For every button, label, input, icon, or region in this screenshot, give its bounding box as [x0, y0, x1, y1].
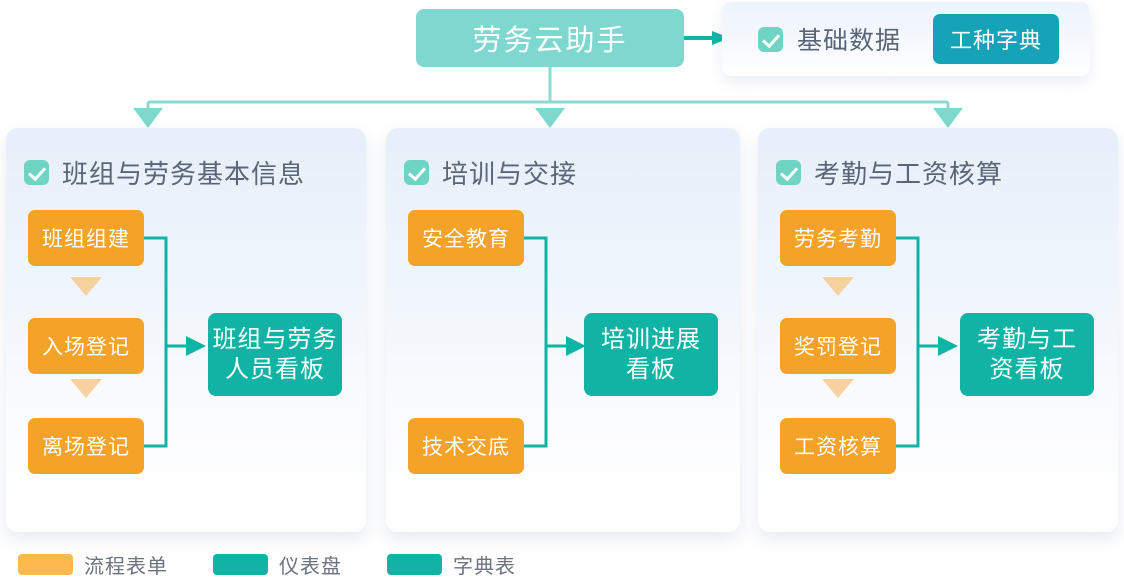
- legend-label: 字典表: [453, 556, 516, 578]
- card-basic-info: 班组与劳务基本信息 班组组建 入场登记 离场登记 班组与劳务 人员看板: [6, 128, 366, 532]
- card-training: 培训与交接 安全教育 技术交底 培训进展 看板: [386, 128, 740, 532]
- dictionary-button[interactable]: 工种字典: [933, 14, 1060, 64]
- dashboard-line1: 考勤与工: [977, 325, 1077, 353]
- checkbox-checked-icon[interactable]: [758, 26, 783, 52]
- legend-swatch: [387, 554, 442, 575]
- card-attendance: 考勤与工资核算 劳务考勤 奖罚登记 工资核算 考勤与工 资看板: [758, 128, 1118, 532]
- legend-item-dashboard: 仪表盘: [213, 550, 342, 579]
- legend-swatch: [18, 554, 73, 575]
- dashboard-box[interactable]: 培训进展 看板: [584, 313, 718, 396]
- legend-item-dictionary: 字典表: [387, 550, 516, 579]
- basic-data-panel: 基础数据 工种字典: [722, 2, 1090, 76]
- dashboard-line2: 资看板: [989, 355, 1065, 383]
- dashboard-line1: 培训进展: [601, 325, 701, 353]
- legend-swatch: [213, 554, 268, 575]
- arrow-down-icon: [70, 277, 102, 296]
- arrow-down-icon: [70, 379, 102, 398]
- distribution-connector: [133, 66, 963, 128]
- dashboard-line2: 看板: [626, 355, 676, 383]
- flow-box[interactable]: 安全教育: [408, 210, 524, 266]
- card-header: 班组与劳务基本信息: [24, 154, 305, 191]
- checkbox-checked-icon[interactable]: [24, 160, 49, 185]
- page-title: 劳务云助手: [472, 25, 628, 57]
- flow-box[interactable]: 劳务考勤: [780, 210, 896, 266]
- flow-box[interactable]: 班组组建: [28, 210, 144, 266]
- card-title: 考勤与工资核算: [814, 159, 1004, 189]
- flow-box[interactable]: 离场登记: [28, 418, 144, 474]
- card-title: 培训与交接: [442, 159, 578, 189]
- arrow-right-icon: [684, 31, 730, 45]
- legend-item-flow-form: 流程表单: [18, 550, 168, 579]
- checkbox-checked-icon[interactable]: [776, 160, 801, 185]
- dashboard-line1: 班组与劳务: [212, 325, 338, 353]
- dashboard-box[interactable]: 考勤与工 资看板: [960, 313, 1094, 396]
- flow-box[interactable]: 工资核算: [780, 418, 896, 474]
- legend: 流程表单 仪表盘 字典表: [18, 550, 548, 579]
- legend-label: 流程表单: [84, 556, 168, 578]
- card-title: 班组与劳务基本信息: [62, 159, 306, 189]
- flow-box[interactable]: 入场登记: [28, 318, 144, 374]
- arrow-down-icon: [822, 277, 854, 296]
- main-title-box: 劳务云助手: [416, 9, 684, 67]
- dashboard-line2: 人员看板: [225, 355, 325, 383]
- flow-box[interactable]: 奖罚登记: [780, 318, 896, 374]
- flow-box[interactable]: 技术交底: [408, 418, 524, 474]
- basic-data-label: 基础数据: [797, 27, 902, 55]
- checkbox-checked-icon[interactable]: [404, 160, 429, 185]
- card-header: 培训与交接: [404, 154, 577, 191]
- dashboard-box[interactable]: 班组与劳务 人员看板: [208, 313, 342, 396]
- arrow-down-icon: [822, 379, 854, 398]
- card-header: 考勤与工资核算: [776, 154, 1003, 191]
- legend-label: 仪表盘: [279, 556, 342, 578]
